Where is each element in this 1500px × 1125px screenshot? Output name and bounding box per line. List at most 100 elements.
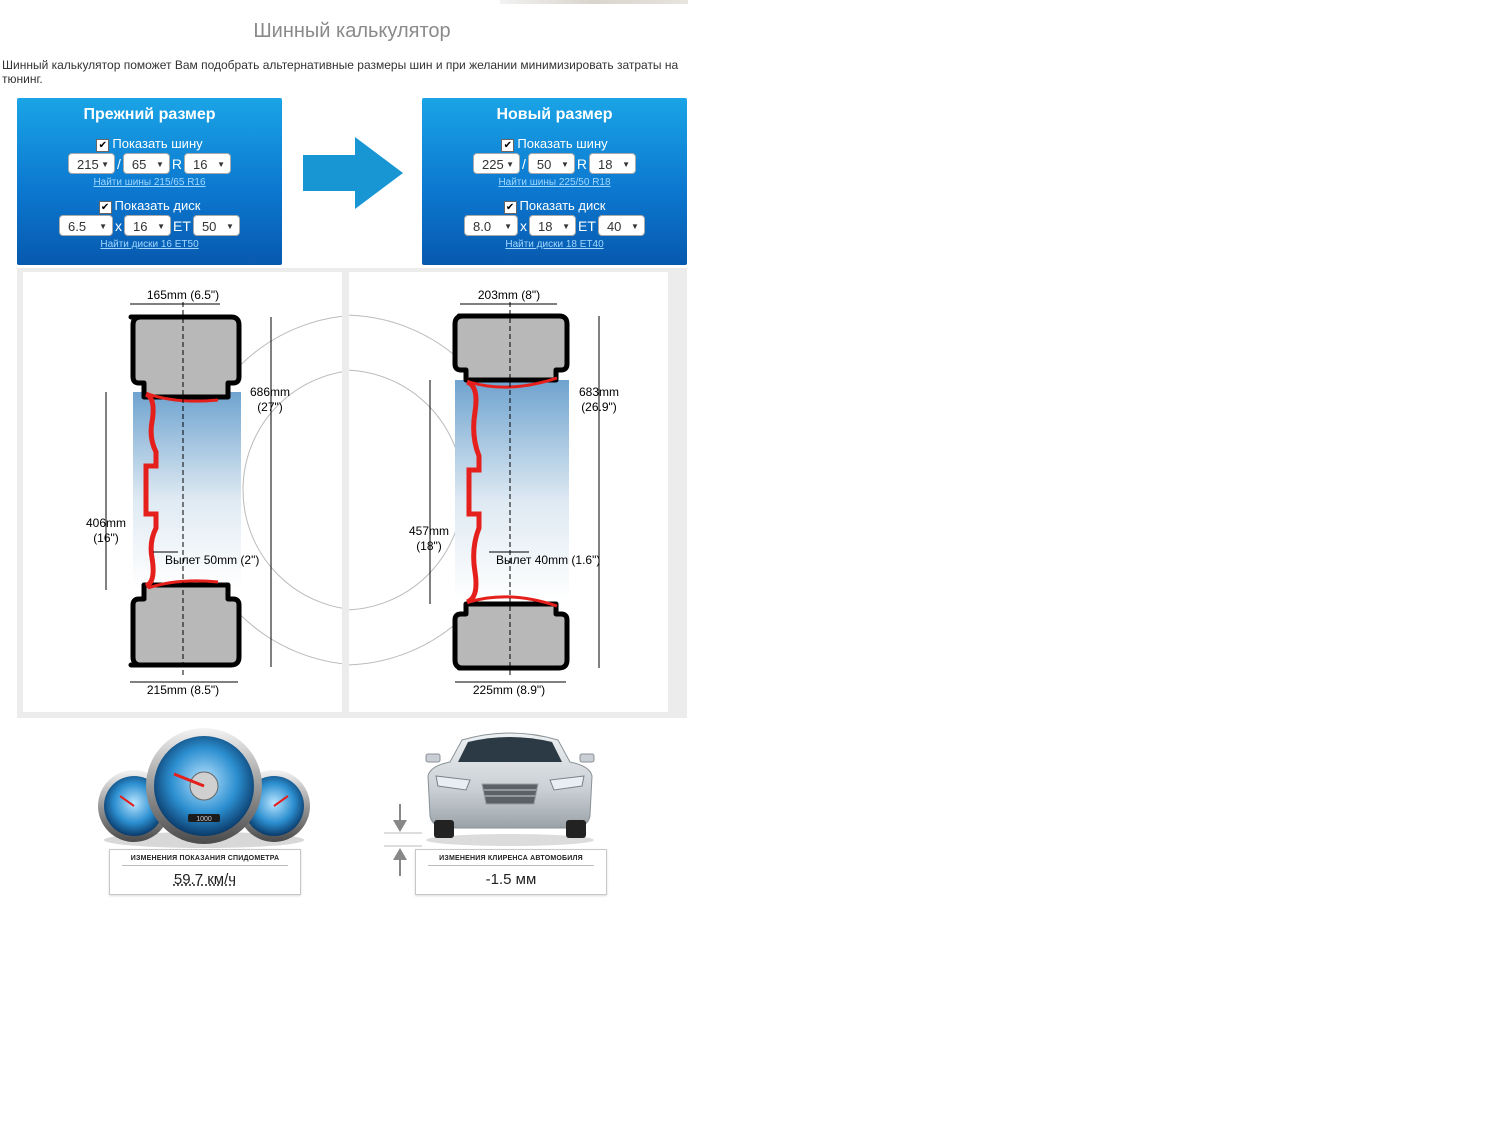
tire-top xyxy=(128,314,242,400)
inner-circle xyxy=(242,371,342,609)
clearance-caption: ИЗМЕНЕНИЯ КЛИРЕНСА АВТОМОБИЛЯ xyxy=(428,855,594,866)
old-outer-diameter-mm: 686mm xyxy=(250,385,290,399)
old-tire-radius-select[interactable]: 16▼ xyxy=(184,153,231,174)
dropdown-icon: ▼ xyxy=(99,222,108,231)
tire-top xyxy=(452,313,570,383)
new-show-tire-checkbox[interactable]: ✔ xyxy=(501,139,515,152)
old-rim-diameter-mm: 406mm xyxy=(86,516,126,530)
dropdown-icon: ▼ xyxy=(157,222,166,231)
clearance-result-box: ИЗМЕНЕНИЯ КЛИРЕНСА АВТОМОБИЛЯ -1.5 мм xyxy=(415,849,607,895)
new-show-disk-row: ✔Показать диск xyxy=(422,198,687,214)
dropdown-icon: ▼ xyxy=(562,222,571,231)
intro-text: Шинный калькулятор поможет Вам подобрать… xyxy=(2,58,679,86)
new-find-disks-link[interactable]: Найти диски 18 ET40 xyxy=(505,239,604,250)
new-outer-diameter-in: (26.9") xyxy=(581,400,617,414)
speedometer-value: 59.7 км/ч xyxy=(173,871,237,888)
old-disk-width-select[interactable]: 6.5▼ xyxy=(59,215,114,236)
rim-edge xyxy=(468,595,558,608)
new-show-tire-row: ✔Показать шину xyxy=(422,136,687,152)
new-rim-diameter-in: (18") xyxy=(416,539,442,553)
top-decoration xyxy=(500,0,688,4)
old-show-disk-checkbox[interactable]: ✔ xyxy=(98,201,112,214)
old-tire-width-select[interactable]: 215▼ xyxy=(67,153,115,174)
dropdown-icon: ▼ xyxy=(506,160,514,169)
slash-separator: / xyxy=(521,155,526,172)
dropdown-icon: ▼ xyxy=(560,160,569,169)
slash-separator: / xyxy=(116,155,121,172)
new-tire-width-label: 225mm (8.9") xyxy=(473,683,545,697)
dropdown-icon: ▼ xyxy=(155,160,164,169)
tire-bottom xyxy=(452,601,570,671)
new-wheel-svg: 203mm (8") 225mm (8.9") 683mm (26.9") 45… xyxy=(349,288,619,697)
old-rim-diameter-in: (16") xyxy=(93,531,119,545)
old-wheel-svg: 165mm (6.5") 215mm (8.5") 686mm (27") 40… xyxy=(86,288,342,697)
old-disk-diameter-select[interactable]: 16▼ xyxy=(124,215,172,236)
clearance-arrows-icon xyxy=(384,804,422,876)
new-rim-diameter-mm: 457mm xyxy=(409,524,449,538)
et-separator: ET xyxy=(173,217,191,234)
dropdown-icon: ▼ xyxy=(631,222,639,231)
new-tire-profile-select[interactable]: 50▼ xyxy=(527,153,575,174)
dropdown-icon: ▼ xyxy=(101,160,109,169)
new-tire-radius-select[interactable]: 18▼ xyxy=(589,153,636,174)
radius-separator: R xyxy=(576,155,587,172)
et-separator: ET xyxy=(578,217,596,234)
new-find-tires-link[interactable]: Найти шины 225/50 R18 xyxy=(498,177,611,188)
inner-circle xyxy=(349,369,464,611)
rim-edge xyxy=(147,392,219,403)
old-outer-diameter-in: (27") xyxy=(257,400,283,414)
new-rim-width-label: 203mm (8") xyxy=(478,288,540,302)
old-tire-width-label: 215mm (8.5") xyxy=(147,683,219,697)
arrow-right-icon xyxy=(303,137,403,209)
new-disk-et-select[interactable]: 40▼ xyxy=(597,215,645,236)
odometer-text: 1000 xyxy=(196,816,212,823)
rim-edge xyxy=(147,579,219,590)
new-wheel-diagram: 203mm (8") 225mm (8.9") 683mm (26.9") 45… xyxy=(349,272,668,712)
old-wheel-diagram: 165mm (6.5") 215mm (8.5") 686mm (27") 40… xyxy=(23,272,342,712)
old-tire-profile-select[interactable]: 65▼ xyxy=(122,153,170,174)
x-separator: x xyxy=(520,217,528,234)
new-tire-width-select[interactable]: 225▼ xyxy=(472,153,520,174)
speedometer-result-box: ИЗМЕНЕНИЯ ПОКАЗАНИЯ СПИДОМЕТРА 59.7 км/ч xyxy=(109,849,301,895)
old-show-tire-label: Показать шину xyxy=(112,136,203,151)
x-separator: x xyxy=(115,217,123,234)
new-show-disk-label: Показать диск xyxy=(519,198,606,213)
dropdown-icon: ▼ xyxy=(622,160,630,169)
old-rim-width-label: 165mm (6.5") xyxy=(147,288,219,302)
rim-spoke xyxy=(465,379,482,605)
old-find-disks-link[interactable]: Найти диски 16 ET50 xyxy=(100,239,199,250)
dropdown-icon: ▼ xyxy=(226,222,234,231)
old-show-disk-row: ✔Показать диск xyxy=(17,198,282,214)
rim-spoke xyxy=(143,391,159,589)
new-outer-diameter-mm: 683mm xyxy=(579,385,619,399)
new-disk-width-select[interactable]: 8.0▼ xyxy=(464,215,519,236)
new-disk-diameter-select[interactable]: 18▼ xyxy=(529,215,577,236)
old-offset-label: Вылет 50mm (2") xyxy=(165,553,259,567)
speedometer-icon: 1000 xyxy=(98,728,310,848)
rim-edge xyxy=(468,376,558,389)
dropdown-icon: ▼ xyxy=(504,222,513,231)
new-show-disk-checkbox[interactable]: ✔ xyxy=(503,201,517,214)
tire-bottom xyxy=(128,582,242,668)
old-size-heading: Прежний размер xyxy=(83,106,216,123)
old-find-tires-link[interactable]: Найти шины 215/65 R16 xyxy=(93,177,206,188)
new-show-tire-label: Показать шину xyxy=(517,136,608,151)
new-offset-label: Вылет 40mm (1.6") xyxy=(496,553,600,567)
page-title: Шинный калькулятор xyxy=(253,20,451,42)
old-show-disk-label: Показать диск xyxy=(114,198,201,213)
dropdown-icon: ▼ xyxy=(217,160,225,169)
clearance-value: -1.5 мм xyxy=(485,871,537,888)
old-show-tire-row: ✔Показать шину xyxy=(17,136,282,152)
old-disk-et-select[interactable]: 50▼ xyxy=(192,215,240,236)
old-show-tire-checkbox[interactable]: ✔ xyxy=(96,139,110,152)
car-front-icon xyxy=(425,732,595,846)
radius-separator: R xyxy=(171,155,182,172)
new-size-heading: Новый размер xyxy=(496,106,613,123)
speedometer-caption: ИЗМЕНЕНИЯ ПОКАЗАНИЯ СПИДОМЕТРА xyxy=(122,855,288,866)
